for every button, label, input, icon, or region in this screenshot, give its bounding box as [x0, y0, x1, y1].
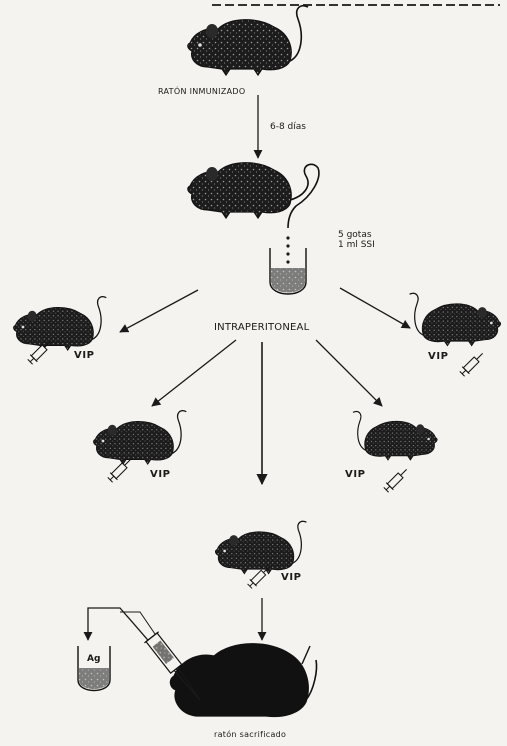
label-vip-4: VIP	[345, 469, 366, 480]
immunized-mouse	[188, 6, 308, 75]
antigen-tube	[78, 646, 110, 691]
label-vip-2: VIP	[428, 351, 449, 362]
label-antigen: Ag	[87, 655, 100, 665]
mouse-with-drops	[188, 163, 319, 228]
injected-mouse-2	[410, 293, 501, 377]
label-vip-3: VIP	[150, 469, 171, 480]
label-immunized-mouse: RATÓN INMUNIZADO	[158, 88, 245, 97]
label-sacrificed-mouse: ratón sacrificado	[214, 731, 286, 740]
label-drops: 5 gotas 1 ml SSI	[338, 231, 375, 251]
injected-mouse-4	[353, 412, 437, 494]
label-intraperitoneal: INTRAPERITONEAL	[214, 322, 309, 333]
label-vip-5: VIP	[281, 572, 302, 583]
drops	[286, 236, 289, 263]
label-interval: 6-8 días	[270, 123, 306, 133]
arrow-right-mid	[316, 340, 382, 406]
sacrificed-mouse	[170, 644, 316, 717]
label-vip-1: VIP	[74, 350, 95, 361]
arrow-left-top	[120, 290, 198, 332]
injected-mouse-3	[94, 411, 187, 484]
arrow-right-top	[340, 288, 410, 328]
arrow-left-mid	[152, 340, 236, 406]
